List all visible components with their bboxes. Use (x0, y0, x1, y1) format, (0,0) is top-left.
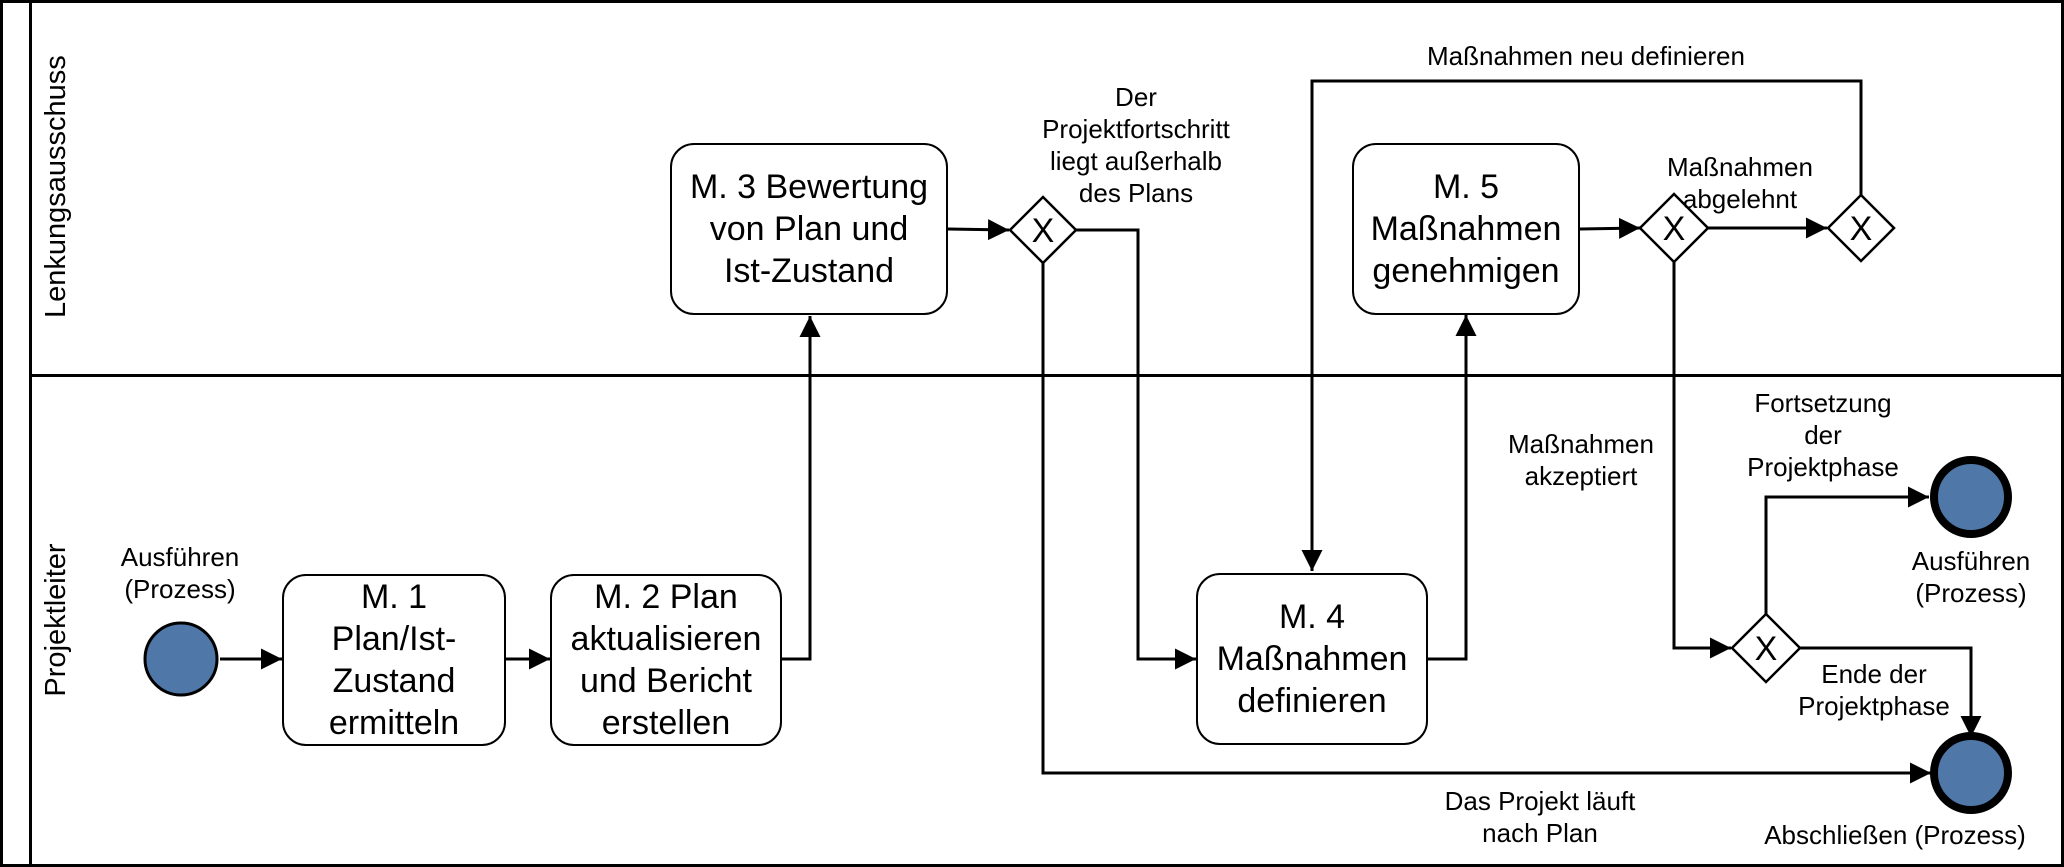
flow-gw1-outside-plan (1076, 228, 1196, 670)
flow-gw3-redefine (1301, 79, 1863, 571)
flow-m2-to-m3 (782, 316, 821, 661)
flow-m5-to-gw2 (1579, 217, 1641, 239)
flow-m4-to-m5 (1428, 315, 1477, 661)
gateway-1-symbol: X (1032, 212, 1055, 250)
gateway-4: X (1730, 612, 1802, 684)
task-m3[interactable]: M. 3 Bewertung von Plan und Ist-Zustand (670, 143, 948, 315)
flow-m3-to-gw1 (947, 219, 1010, 241)
lane-divider (30, 374, 2064, 377)
flow-gw1-on-plan (1041, 263, 1931, 784)
gateway-1: X (1008, 195, 1078, 265)
label-outside-plan: Der Projektfortschritt liegt außerhalb d… (1042, 82, 1230, 208)
task-m2[interactable]: M. 2 Plan aktualisieren und Bericht erst… (550, 574, 782, 746)
label-accepted: Maßnahmen akzeptiert (1508, 429, 1654, 491)
flow-gw4-end-phase (1800, 646, 1982, 737)
start-event (143, 621, 219, 697)
flow-gw4-continue (1764, 486, 1929, 614)
gateway-3-symbol: X (1850, 210, 1873, 248)
task-m4[interactable]: M. 4 Maßnahmen definieren (1196, 573, 1428, 745)
label-redefine: Maßnahmen neu definieren (1427, 41, 1745, 71)
end-event-execute (1930, 456, 2012, 538)
gateway-2-symbol: X (1663, 210, 1686, 248)
label-continue: Fortsetzung der Projektphase (1747, 388, 1899, 482)
label-end-phase: Ende der Projektphase (1798, 659, 1950, 721)
lane-header-column (0, 0, 32, 867)
task-m5[interactable]: M. 5 Maßnahmen genehmigen (1352, 143, 1580, 315)
gateway-4-symbol: X (1755, 630, 1778, 668)
flow-gw2-accepted (1672, 262, 1731, 659)
label-on-plan: Das Projekt läuft nach Plan (1444, 786, 1636, 848)
end-event-close (1930, 732, 2012, 814)
label-rejected: Maßnahmen abgelehnt (1667, 152, 1813, 214)
gateway-2: X (1638, 192, 1710, 264)
gateway-3: X (1826, 193, 1896, 263)
end-event-close-label: Abschließen (Prozess) (1764, 820, 2026, 850)
start-event-label: Ausführen (Prozess) (120, 542, 240, 604)
end-event-execute-label: Ausführen (Prozess) (1911, 546, 2031, 608)
task-m1[interactable]: M. 1 Plan/Ist- Zustand ermitteln (282, 574, 506, 746)
